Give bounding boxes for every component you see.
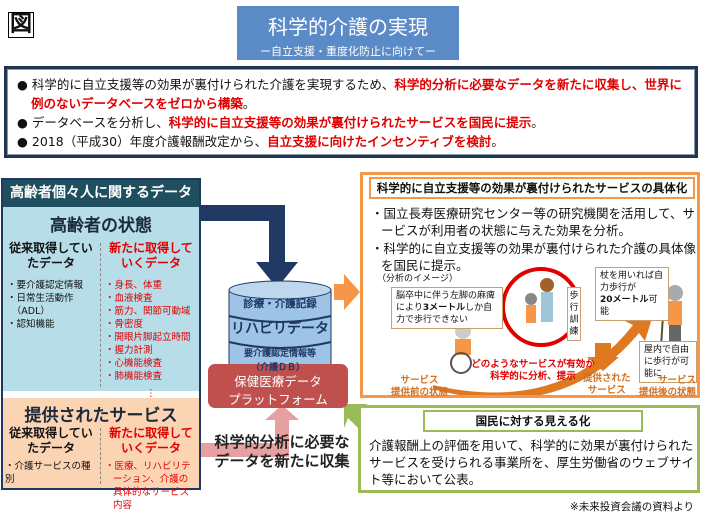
elderly-state-section: 高齢者の状態 従来取得していたデータ ・要介護認定情報 ・日常生活動作 （ADL…	[3, 207, 199, 399]
concrete-services-title: 科学的に自立支援等の効果が裏付けられたサービスの具体化	[369, 177, 695, 199]
summary-emphasis: 自立支援に向けたインセンティブを検討	[267, 134, 492, 149]
summary-item: ● 科学的に自立支援等の効果が裏付けられた介護を実現するため、科学的分析に必要な…	[17, 77, 682, 111]
label-line: サービス	[658, 375, 697, 386]
caregiver-icon	[525, 278, 554, 323]
list-item: ・握力計測	[105, 345, 153, 356]
summary-end: 。	[242, 96, 256, 111]
training-bubble: 歩行訓練	[567, 287, 581, 341]
collect-text: 科学的分析に必要な データを新たに収集	[212, 433, 352, 471]
list-item: ・開眼片脚起立時間	[105, 332, 191, 343]
page-title: 科学的介護の実現	[268, 15, 428, 39]
visibility-title: 国民に対する見える化	[423, 410, 643, 432]
summary-text: データベースを分析し、	[31, 115, 169, 130]
analysis-line: 科学的に分析、提示	[490, 371, 576, 382]
platform-line: プラットフォーム	[228, 392, 328, 407]
label-line: 提供後の状態	[639, 387, 697, 398]
before-bubble: 脳卒中に伴う左脚の麻痺により3メートルしか自力で歩行できない	[391, 287, 503, 329]
label-line: 提供前の状態	[391, 387, 449, 398]
bubble-text: 脳卒中に伴う左脚の麻痺により	[396, 291, 496, 313]
new-data-column: 新たに取得していくデータ ・身長、体重 ・血液検査 ・筋力、関節可動域 ・骨密度…	[105, 241, 197, 400]
summary-item: ● データベースを分析し、科学的に自立支援等の効果が裏付けられたサービスを国民に…	[17, 115, 544, 130]
summary-emphasis: 科学的に自立支援等の効果が裏付けられたサービスを国民に提示	[168, 115, 532, 130]
bubble-emphasis: 3メートル	[422, 303, 466, 313]
list-item: ・要介護認定情報	[7, 280, 84, 291]
list-more: ⋮	[146, 388, 156, 399]
collect-line: データを新たに収集	[214, 452, 350, 470]
list-item: ・身長、体重	[105, 280, 163, 291]
db-layer-records: 診療・介護記録	[243, 298, 317, 310]
individual-data-header: 高齢者個々人に関するデータ	[3, 180, 199, 207]
divider	[100, 428, 101, 484]
collect-line: 科学的分析に必要な	[214, 433, 350, 451]
orange-arrow	[334, 274, 360, 310]
db-layer-kaigo-db: （介護ＤＢ）	[250, 363, 305, 373]
list-item: ・日常生活動作	[7, 293, 74, 304]
bubble-text: しか自力で歩行できない	[396, 303, 493, 325]
list-item: ・筋力、関節可動域	[105, 306, 191, 317]
summary-box: ● 科学的に自立支援等の効果が裏付けられた介護を実現するため、科学的分析に必要な…	[4, 66, 698, 158]
image-caption: （分析のイメージ）	[377, 274, 458, 284]
page-subtitle: ー自立支援・重度化防止に向けてー	[260, 45, 436, 58]
analysis-text: どのようなサービスが有効か 科学的に分析、提示	[463, 359, 603, 383]
services-section: 提供されたサービス 従来取得していたデータ ・介護サービスの種別 新たに取得して…	[3, 398, 199, 511]
elderly-state-title: 高齢者の状態	[50, 216, 152, 236]
list-item: ・骨密度	[105, 319, 144, 330]
list-item: ・介護サービスの種別	[5, 461, 91, 485]
title-box: 科学的介護の実現 ー自立支援・重度化防止に向けてー	[237, 6, 459, 60]
concrete-services-panel: 科学的に自立支援等の効果が裏付けられたサービスの具体化 ・国立長寿医療研究センタ…	[360, 172, 700, 398]
summary-text: 科学的に自立支援等の効果が裏付けられた介護を実現するため、	[31, 77, 395, 92]
new-data-heading: 新たに取得していくデータ	[109, 426, 193, 455]
navy-arrow	[199, 205, 298, 288]
old-data-heading: 従来取得していたデータ	[9, 426, 93, 455]
divider	[100, 243, 101, 387]
summary-item: ● 2018（平成30）年度介護報酬改定から、自立支援に向けたインセンティブを検…	[17, 134, 504, 149]
analysis-illustration	[433, 267, 683, 395]
label-line: サービス	[400, 375, 439, 386]
services-title: 提供されたサービス	[24, 406, 178, 426]
old-data-heading: 従来取得していたデータ	[9, 241, 93, 270]
list-item: ・血液検査	[105, 293, 153, 304]
db-layer-certification: 要介護認定情報等	[243, 349, 316, 359]
list-item: ・心機能検査	[105, 358, 163, 369]
summary-end: 。	[491, 134, 504, 149]
platform-line: 保健医療データ	[234, 374, 322, 389]
individual-data-panel: 高齢者個々人に関するデータ 高齢者の状態 従来取得していたデータ ・要介護認定情…	[1, 178, 201, 511]
after-bubble: 杖を用いれば自力歩行が 20メートル可能	[595, 267, 669, 321]
summary-emphasis: 科学的分析に必要なデータを新たに収集し、世界に例のないデータベースをゼロから構築	[31, 77, 682, 111]
elderly-walking-icon	[660, 285, 683, 348]
label-after: サービス提供後の状態	[639, 375, 696, 399]
list-item: ・認知機能	[7, 319, 55, 330]
footnote: ※未来投資会議の資料より	[569, 501, 694, 513]
summary-text: 2018（平成30）年度介護報酬改定から、	[31, 134, 268, 149]
summary-end: 。	[531, 115, 544, 130]
list-item: ・医療、リハビリテーション、介護の具体的なサービス内容	[105, 461, 191, 511]
analysis-line: どのようなサービスが有効か	[471, 359, 595, 370]
db-layer-rehab: リハビリデータ	[231, 321, 329, 337]
bubble-emphasis: 20メートル	[600, 295, 649, 305]
service-arrow-icon	[587, 343, 619, 371]
concrete-services-body: ・国立長寿医療研究センター等の研究機関を活用して、サービスが利用者の状態に与えた…	[371, 205, 696, 275]
list-item: ・肺機能検査	[105, 371, 163, 382]
database-cylinder	[228, 280, 332, 379]
new-data-column: 新たに取得していくデータ ・医療、リハビリテーション、介護の具体的なサービス内容	[105, 426, 197, 512]
bubble-text: 可能	[600, 295, 658, 317]
bullet: ・科学的に自立支援等の効果が裏付けられた介護の具体像を国民に提示。	[371, 241, 697, 273]
list-item: （ADL）	[7, 306, 50, 317]
label-line: サービス	[587, 385, 626, 396]
old-data-column: 従来取得していたデータ ・要介護認定情報 ・日常生活動作 （ADL） ・認知機能	[7, 241, 95, 331]
health-data-platform: （介護ＤＢ） 保健医療データ プラットフォーム	[208, 364, 348, 408]
figure-label: 図	[8, 12, 35, 38]
old-data-column: 従来取得していたデータ ・介護サービスの種別	[5, 426, 97, 486]
visibility-panel: 国民に対する見える化 介護報酬上の評価を用いて、科学的に効果が裏付けられたサービ…	[358, 405, 700, 493]
new-data-heading: 新たに取得していくデータ	[109, 241, 193, 270]
label-service: 提供されたサービス	[583, 373, 631, 397]
indoor-bubble: 屋内で自由に歩行が可能に	[639, 341, 697, 383]
bubble-text: 杖を用いれば自力歩行が	[600, 271, 664, 293]
bullet: ・国立長寿医療研究センター等の研究機関を活用して、サービスが利用者の状態に与えた…	[371, 206, 696, 238]
label-before: サービス提供前の状態	[391, 375, 448, 399]
visibility-body: 介護報酬上の評価を用いて、科学的に効果が裏付けられたサービスを受けられる事業所を…	[369, 438, 695, 487]
pink-arrow	[199, 405, 299, 457]
label-line: 提供された	[583, 373, 631, 384]
